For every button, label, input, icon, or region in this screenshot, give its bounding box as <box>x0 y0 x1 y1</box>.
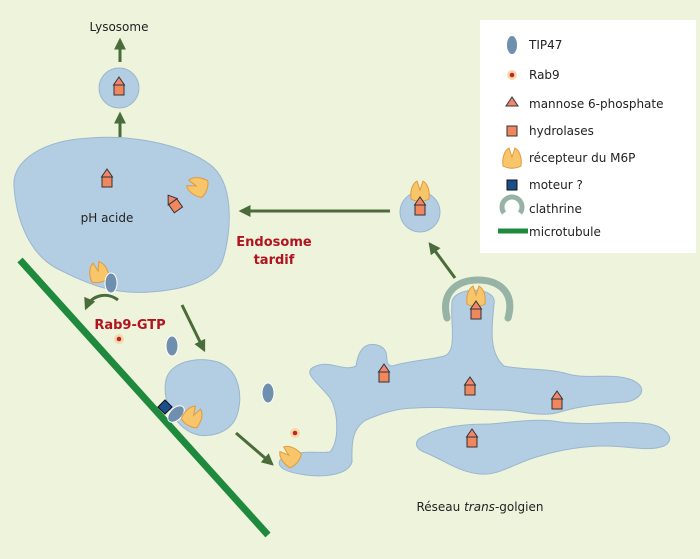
microtubule <box>17 257 271 538</box>
label-lysosome: Lysosome <box>90 20 149 34</box>
legend-label-hydrolases: hydrolases <box>529 124 594 138</box>
tip47-free-2 <box>261 382 275 404</box>
arrow-from-golgi <box>428 242 457 279</box>
legend-label-tip47: TIP47 <box>528 38 562 52</box>
tip47-icon <box>507 36 517 54</box>
late-endosome <box>13 136 230 293</box>
legend: TIP47 Rab9 mannose 6-phosphate hydrolase… <box>498 36 664 239</box>
clathrin-icon <box>499 194 525 215</box>
legend-label-clathrin: clathrine <box>529 202 582 216</box>
rab9-free <box>114 334 124 344</box>
arrow-to-golgi <box>235 431 274 466</box>
legend-label-rab9: Rab9 <box>529 68 560 82</box>
flow-arrows <box>84 37 457 466</box>
trans-golgi-network <box>278 289 671 477</box>
hydrolases-icon <box>506 125 518 137</box>
legend-label-motor: moteur ? <box>529 178 583 192</box>
arrow-to-transport-vesicle <box>180 304 206 353</box>
motor-protein <box>157 399 173 415</box>
legend-label-receptor: récepteur du M6P <box>529 151 635 165</box>
legend-label-m6p: mannose 6-phosphate <box>529 97 664 111</box>
tip47-free-1 <box>165 335 179 357</box>
label-ph-acide: pH acide <box>81 211 134 225</box>
label-rab9-gtp: Rab9-GTP <box>94 318 165 333</box>
label-trans-golgi: Réseau trans-golgien <box>416 500 543 514</box>
legend-label-microtubule: microtubule <box>529 225 601 239</box>
rab9-golgi <box>290 428 300 438</box>
label-endosome: Endosome <box>236 235 312 250</box>
arrow-rab9-cycle <box>84 293 119 311</box>
rab9-icon <box>507 70 517 80</box>
label-tardif: tardif <box>254 253 295 268</box>
clathrin-coat <box>442 276 514 322</box>
mannose-6-phosphate-icon <box>505 96 519 107</box>
tip47-endosome <box>104 272 118 294</box>
motor-icon <box>506 179 518 191</box>
